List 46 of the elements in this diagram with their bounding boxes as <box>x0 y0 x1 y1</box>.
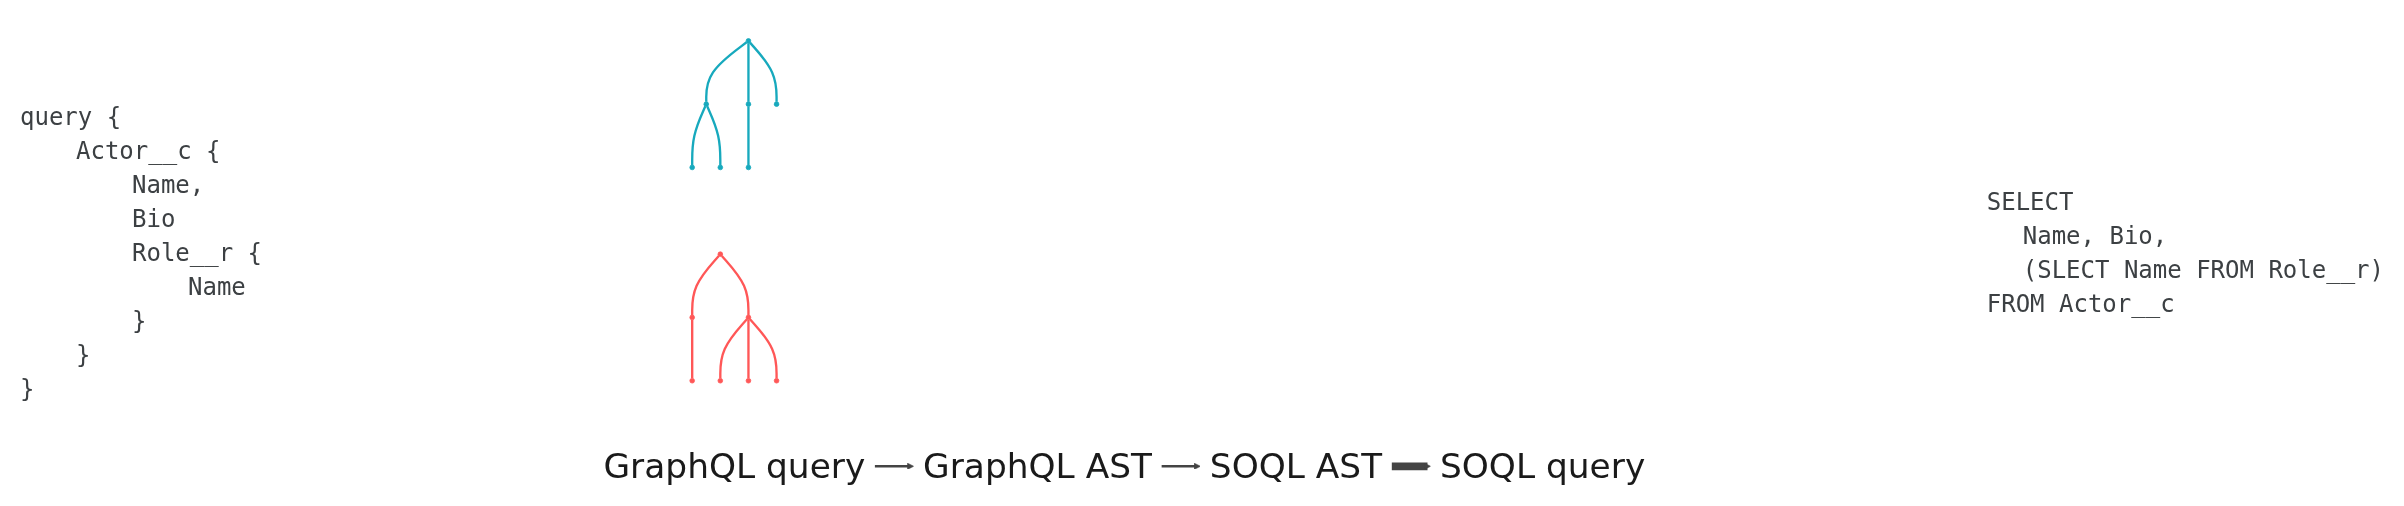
node-circle <box>745 314 752 321</box>
connector <box>691 105 707 166</box>
code-line: FROM Actor__c <box>1986 289 2176 320</box>
node-text: GraphQL AST <box>923 445 1153 486</box>
node-circle <box>689 164 695 171</box>
node-circle <box>745 164 752 171</box>
connector <box>691 319 694 379</box>
code-line: (SLECT Name FROM Role__r) <box>2021 255 2384 286</box>
arrow <box>1161 462 1201 470</box>
connector <box>749 318 778 379</box>
connector <box>691 255 720 316</box>
node-circle <box>773 101 780 107</box>
node-circle <box>773 378 780 384</box>
node-circle <box>745 38 752 44</box>
code-line: } <box>20 374 36 405</box>
code-line: Role__r { <box>131 238 263 269</box>
node-text: GraphQL query <box>603 445 866 486</box>
connector <box>705 41 748 102</box>
connector <box>719 318 748 379</box>
node-circle <box>745 101 752 107</box>
node-circle <box>717 378 724 384</box>
code-line: Bio <box>131 204 177 235</box>
code-line: Name, Bio, <box>2021 221 2169 252</box>
node-circle <box>717 251 724 257</box>
code-line: query { <box>20 102 123 133</box>
node-circle <box>745 378 752 384</box>
node-text: SOQL AST <box>1209 445 1383 486</box>
node-circle <box>717 164 724 171</box>
connector <box>749 41 778 102</box>
arrow <box>874 462 915 470</box>
code-line: } <box>75 340 92 371</box>
node-circle <box>689 314 695 321</box>
node-circle <box>689 378 695 384</box>
code-line: Actor__c { <box>75 136 222 167</box>
connector <box>747 43 750 102</box>
code-line: } <box>131 306 148 337</box>
code-line: SELECT <box>1986 187 2075 218</box>
node-circle <box>703 101 710 107</box>
connector <box>747 319 750 379</box>
code-line: Name, <box>131 170 206 201</box>
connector <box>747 106 750 166</box>
node-text: SOQL query <box>1440 445 1646 486</box>
code-line: Name <box>187 272 247 303</box>
arrow <box>1390 462 1431 471</box>
connector <box>721 255 750 316</box>
connector <box>706 105 722 166</box>
